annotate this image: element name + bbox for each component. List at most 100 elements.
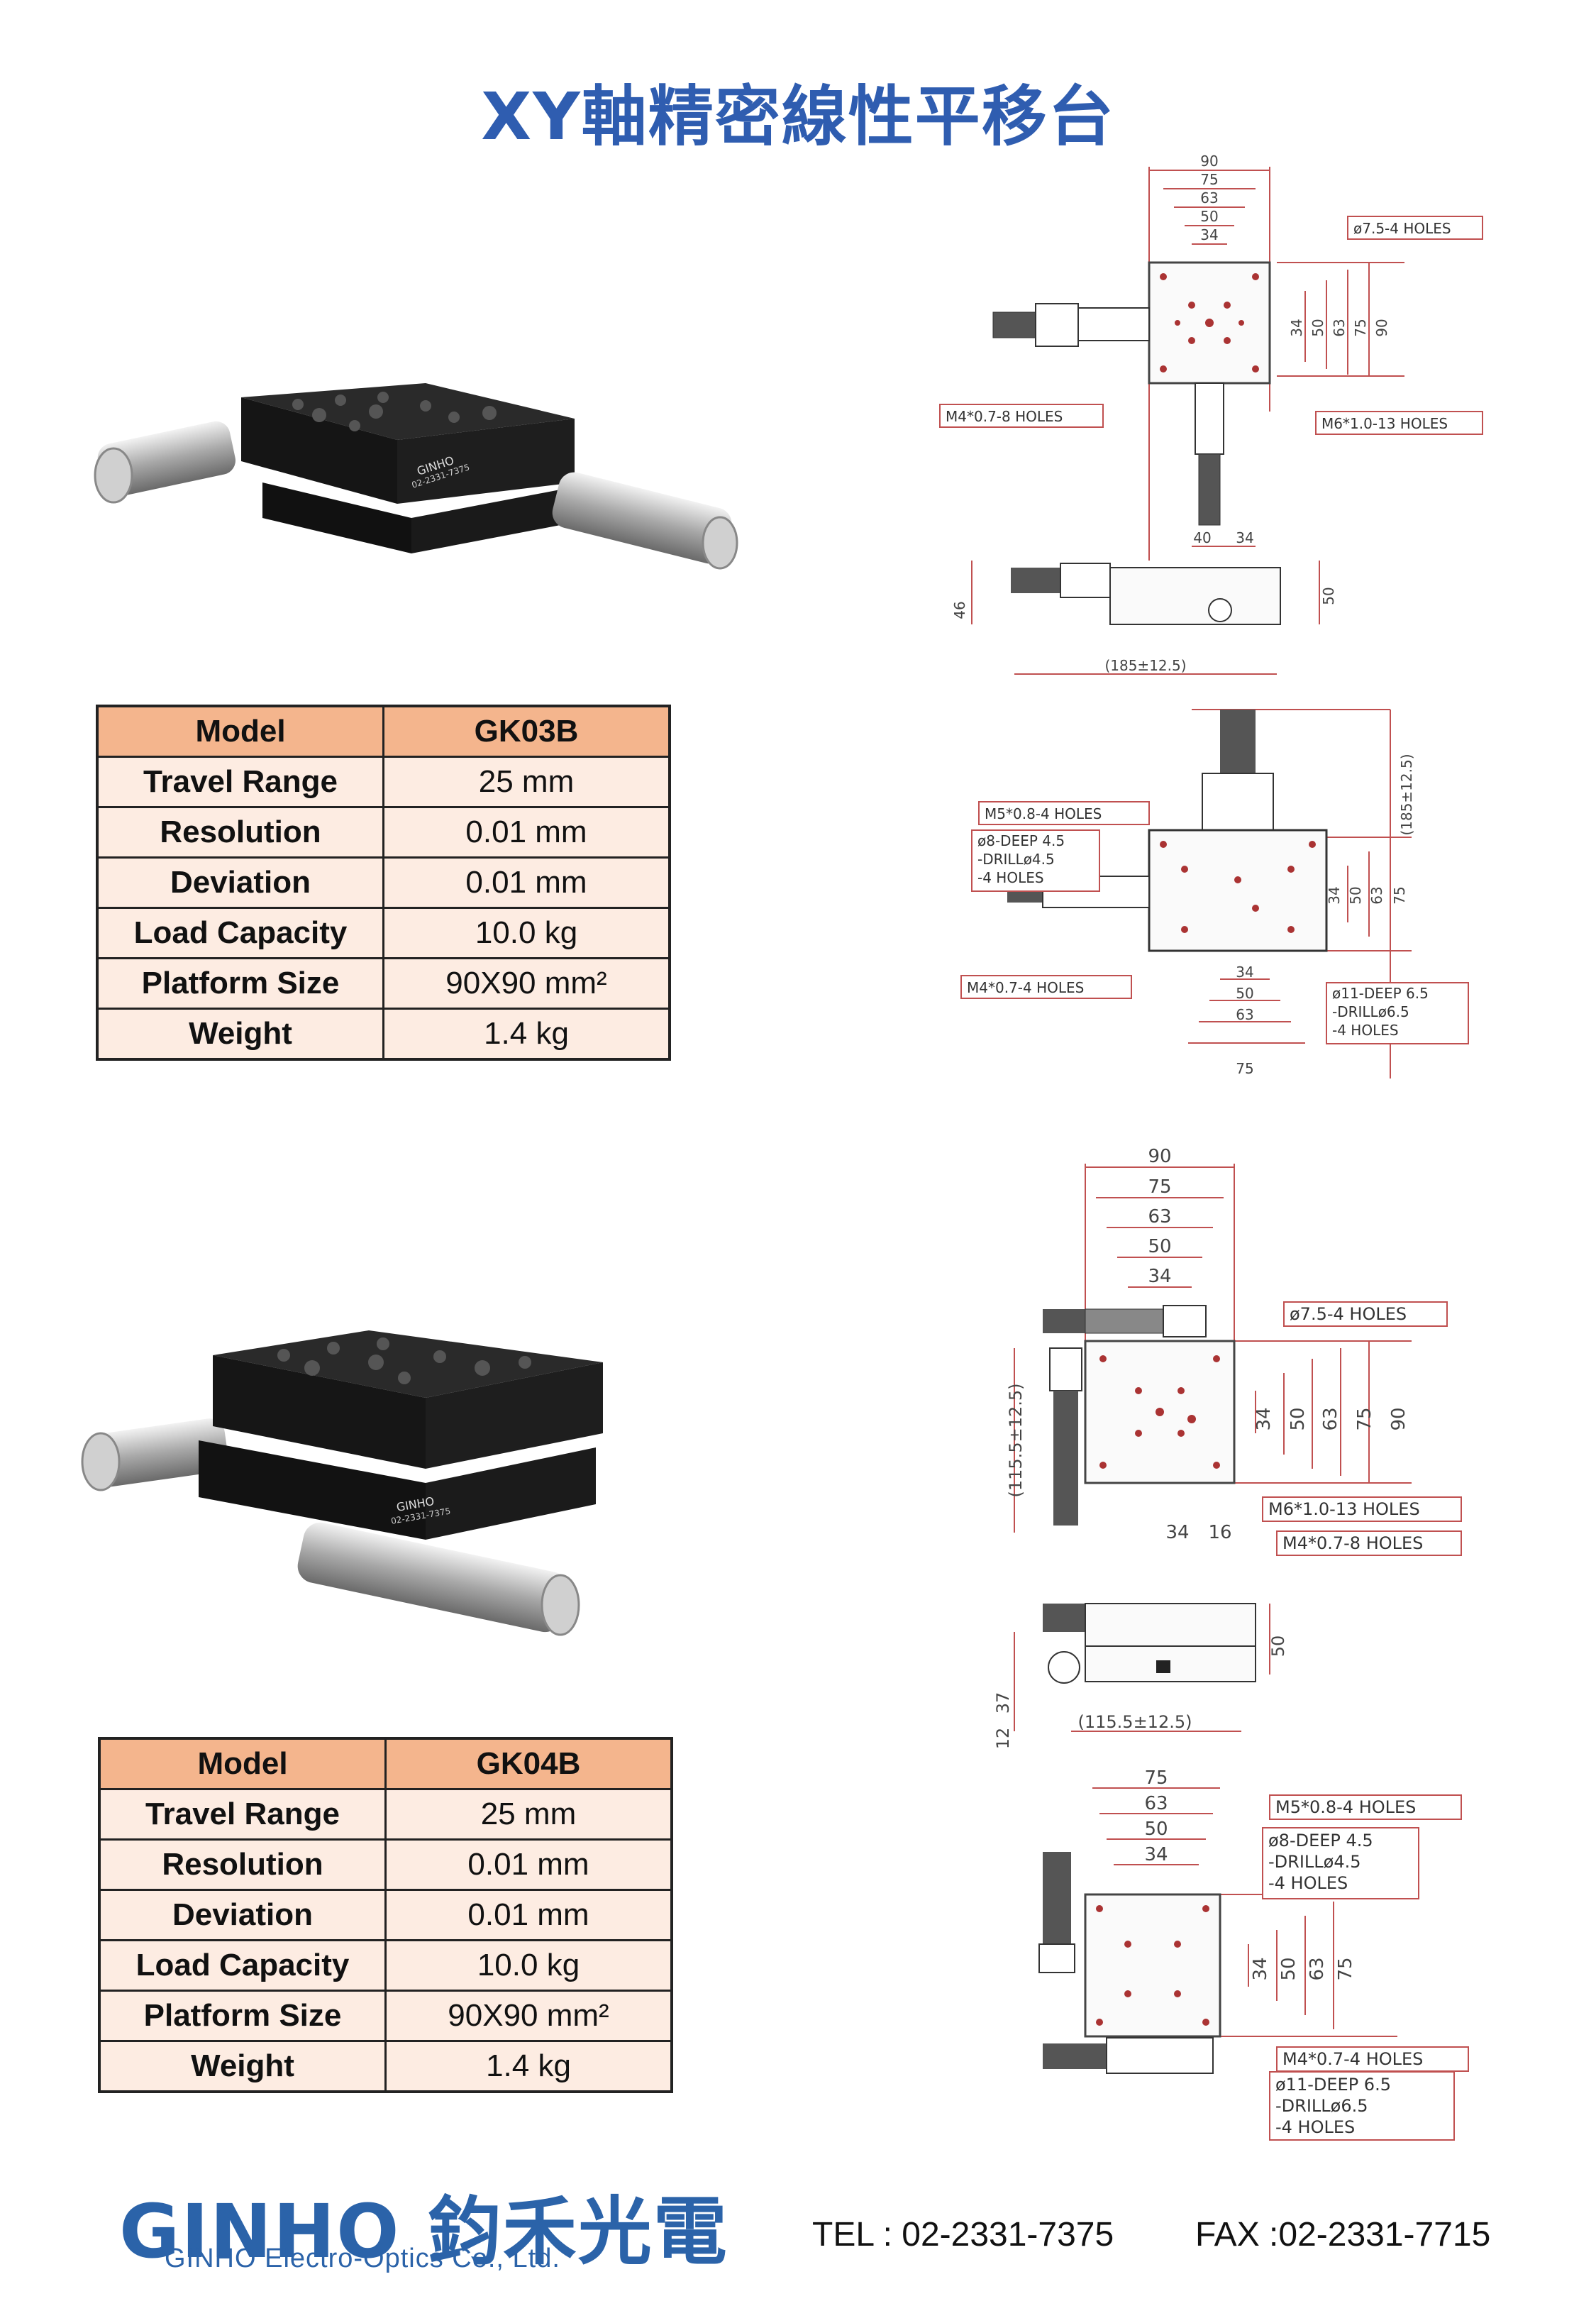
dim-label: 90 bbox=[1388, 1407, 1409, 1430]
callout-label: ø8-DEEP 4.5 bbox=[977, 832, 1065, 849]
dim-label: 75 bbox=[1391, 886, 1408, 904]
drawing-side-view-gk03b: 46 50 (185±12.5) bbox=[951, 561, 1337, 675]
callout-label: M6*1.0-13 HOLES bbox=[1321, 415, 1448, 432]
spec-label: Travel Range bbox=[98, 1788, 387, 1841]
dim-label: (185±12.5) bbox=[1104, 657, 1186, 674]
dim-label: 50 bbox=[1200, 208, 1218, 225]
dim-label: 63 bbox=[1148, 1206, 1171, 1228]
callout-label: M4*0.7-4 HOLES bbox=[967, 979, 1084, 996]
dim-label: 34 bbox=[1200, 226, 1218, 243]
spec-label: Model bbox=[98, 1737, 387, 1790]
spec-label: Load Capacity bbox=[96, 907, 384, 959]
dim-label: 63 bbox=[1331, 319, 1348, 336]
drawing-top-view-gk04b: 90 75 63 50 34 34 16 34 50 63 75 90 (115… bbox=[1006, 1146, 1462, 1556]
spec-value: 0.01 mm bbox=[382, 856, 671, 909]
spec-value: 10.0 kg bbox=[382, 907, 671, 959]
spec-value: 25 mm bbox=[384, 1788, 673, 1841]
drawing-bottom-view-gk03b: 34 50 63 75 34 50 63 75 (185±12.5) M5*0.… bbox=[960, 709, 1469, 1078]
dim-label: 63 bbox=[1236, 1006, 1253, 1023]
spec-label: Deviation bbox=[98, 1889, 387, 1941]
dim-label: 34 bbox=[1144, 1844, 1168, 1865]
dim-label: 34 bbox=[1253, 1407, 1275, 1430]
drawing-bottom-view-gk04b: 75 63 50 34 34 50 63 75 M5*0.8-4 HOLES ø… bbox=[1038, 1767, 1469, 2141]
dim-label: 90 bbox=[1200, 153, 1218, 170]
spec-label: Travel Range bbox=[96, 756, 384, 808]
page-title: XY軸精密線性平移台 bbox=[481, 79, 1115, 155]
dim-label: 46 bbox=[951, 601, 968, 619]
dim-label: 34 bbox=[1326, 886, 1343, 904]
dim-label: 50 bbox=[1287, 1407, 1309, 1430]
spec-label: Weight bbox=[96, 1008, 384, 1061]
right-micrometer bbox=[552, 472, 738, 570]
dim-label: 63 bbox=[1200, 189, 1218, 206]
left-micrometer bbox=[81, 1418, 228, 1491]
spec-value: 25 mm bbox=[382, 756, 671, 808]
callout-label: -DRILLø6.5 bbox=[1275, 2096, 1368, 2116]
dim-label: 34 bbox=[1250, 1957, 1271, 1980]
dim-label: 34 bbox=[1236, 529, 1253, 546]
spec-label: Platform Size bbox=[96, 957, 384, 1010]
spec-value: 1.4 kg bbox=[384, 2040, 673, 2093]
callout-label: ø11-DEEP 6.5 bbox=[1332, 985, 1429, 1002]
dim-label: 75 bbox=[1236, 1060, 1253, 1077]
callout-label: -4 HOLES bbox=[1275, 2117, 1355, 2137]
callout-label: -4 HOLES bbox=[1268, 1873, 1348, 1893]
callout-label: M4*0.7-8 HOLES bbox=[946, 408, 1063, 425]
dim-label: 50 bbox=[1268, 1635, 1288, 1657]
dim-label: 75 bbox=[1200, 171, 1218, 188]
drawing-top-view-gk03b: 90 75 63 50 34 40 34 34 50 63 75 90 ø7.5… bbox=[939, 153, 1483, 561]
dim-label: 37 bbox=[993, 1692, 1013, 1714]
spec-label: Deviation bbox=[96, 856, 384, 909]
spec-value: 1.4 kg bbox=[382, 1008, 671, 1061]
dim-label: 50 bbox=[1278, 1957, 1299, 1980]
company-logo: GINHO 鈞禾光電 bbox=[119, 2171, 728, 2278]
dim-label: 63 bbox=[1307, 1957, 1328, 1980]
callout-label: -DRILLø4.5 bbox=[977, 851, 1055, 868]
spec-value: 90X90 mm² bbox=[384, 1990, 673, 2042]
dim-label: 12 bbox=[993, 1728, 1013, 1750]
dim-label: 34 bbox=[1165, 1522, 1189, 1543]
spec-value: 10.0 kg bbox=[384, 1939, 673, 1992]
callout-label: M4*0.7-4 HOLES bbox=[1282, 2049, 1423, 2069]
dim-label: 90 bbox=[1148, 1146, 1171, 1167]
dim-label: 63 bbox=[1144, 1793, 1168, 1814]
dim-label: 75 bbox=[1335, 1957, 1356, 1980]
dim-label: 50 bbox=[1148, 1236, 1171, 1257]
spec-value: 0.01 mm bbox=[384, 1838, 673, 1891]
dim-label: 75 bbox=[1352, 319, 1369, 336]
dim-label: 40 bbox=[1193, 529, 1211, 546]
callout-label: M4*0.7-8 HOLES bbox=[1282, 1533, 1423, 1553]
spec-value: 90X90 mm² bbox=[382, 957, 671, 1010]
dim-label: 63 bbox=[1320, 1407, 1341, 1430]
dim-label: 34 bbox=[1236, 964, 1253, 981]
stage-photo-gk03b: GINHO 02-2331-7375 bbox=[94, 383, 738, 570]
spec-label: Resolution bbox=[98, 1838, 387, 1891]
callout-label: -4 HOLES bbox=[1332, 1022, 1399, 1039]
spec-value: 0.01 mm bbox=[384, 1889, 673, 1941]
dim-label: 75 bbox=[1148, 1176, 1171, 1198]
dim-label: 16 bbox=[1208, 1522, 1231, 1543]
dim-label: (115.5±12.5) bbox=[1006, 1384, 1026, 1498]
spec-value: 0.01 mm bbox=[382, 806, 671, 859]
spec-value: GK04B bbox=[384, 1737, 673, 1790]
fax-number: FAX :02-2331-7715 bbox=[1195, 2216, 1491, 2253]
spec-label: Weight bbox=[98, 2040, 387, 2093]
callout-label: ø7.5-4 HOLES bbox=[1290, 1304, 1407, 1324]
dim-label: 75 bbox=[1354, 1407, 1375, 1430]
callout-label: ø8-DEEP 4.5 bbox=[1268, 1831, 1373, 1850]
